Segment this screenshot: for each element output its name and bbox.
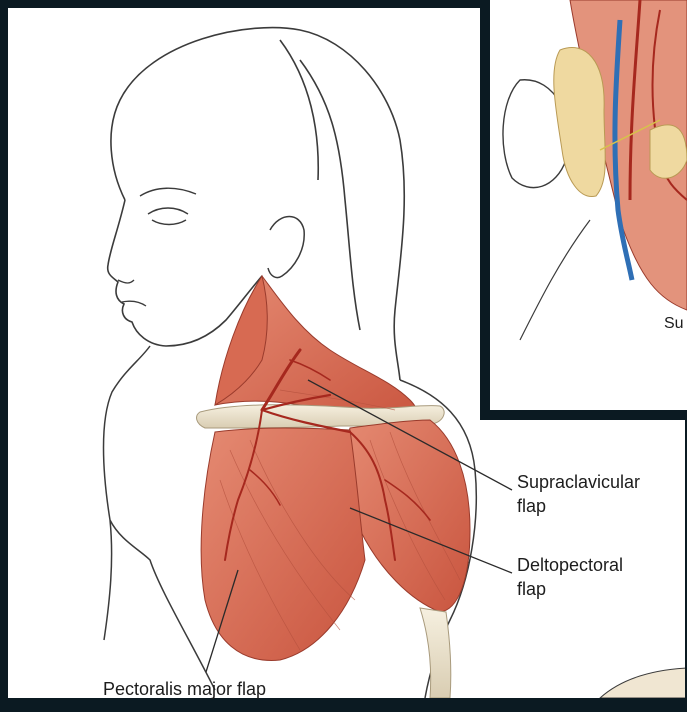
deltopectoral-label-line1: Deltopectoral bbox=[517, 553, 623, 577]
supraclavicular-flap-label: Supraclavicular flap bbox=[517, 470, 640, 518]
supraclavicular-label-line1: Supraclavicular bbox=[517, 470, 640, 494]
pectoralis-major-flap-label: Pectoralis major flap bbox=[103, 677, 266, 701]
deltopectoral-label-line2: flap bbox=[517, 577, 623, 601]
supraclavicular-label-line2: flap bbox=[517, 494, 640, 518]
inset-label-fragment: Su bbox=[664, 312, 684, 336]
deltopectoral-flap-label: Deltopectoral flap bbox=[517, 553, 623, 601]
